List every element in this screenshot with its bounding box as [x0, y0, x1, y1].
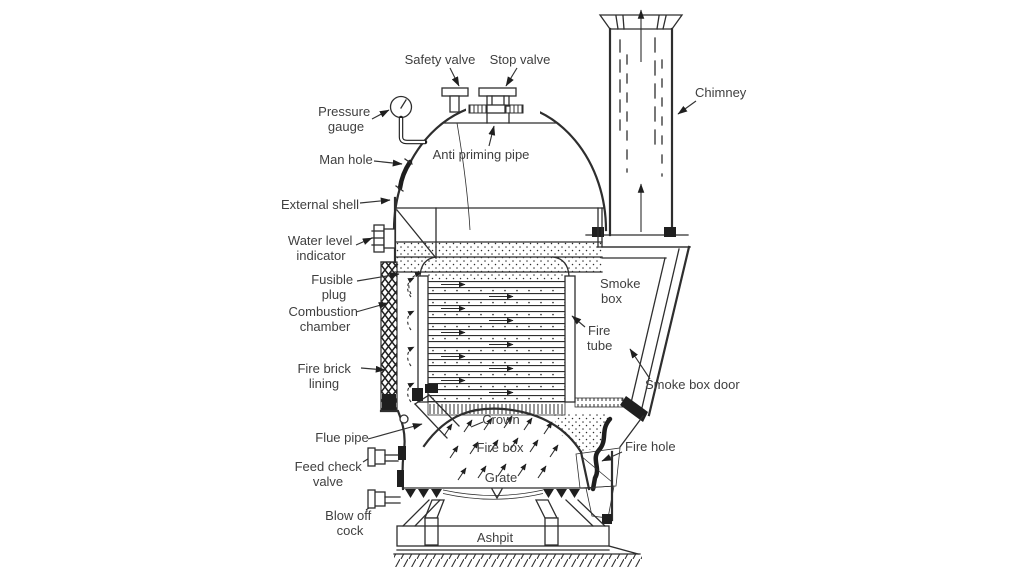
firebox: [379, 384, 621, 524]
label-pressure-gauge: Pressure gauge: [318, 104, 374, 134]
label-anti-priming-pipe: Anti priming pipe: [433, 147, 530, 162]
label-smoke-box-door: Smoke box door: [645, 377, 740, 392]
label-fire-hole: Fire hole: [625, 439, 676, 454]
label-feed-check-valve: Feed check valve: [295, 459, 366, 489]
label-fire-tube: Fire tube: [587, 323, 614, 353]
pressure-gauge: [389, 95, 428, 145]
label-grate: Grate: [485, 470, 518, 485]
man-hole: [395, 158, 413, 192]
label-crown: Crown: [482, 412, 520, 427]
grate-assembly: [402, 487, 596, 500]
label-fire-brick-lining: Fire brick lining: [297, 361, 354, 391]
label-combustion-chamber: Combustion chamber: [289, 304, 362, 334]
label-fire-box: Fire box: [477, 440, 524, 455]
label-man-hole: Man hole: [319, 152, 372, 167]
fire-brick-lining: [380, 261, 398, 412]
fire-hole-passage: [575, 416, 621, 524]
label-ashpit: Ashpit: [477, 530, 514, 545]
external-shell: [393, 196, 605, 281]
label-smoke-box: Smoke box: [600, 276, 644, 306]
stop-valve: [468, 87, 524, 124]
label-blow-off-cock: Blow off cock: [325, 508, 375, 538]
feed-check-valve: [367, 447, 399, 467]
label-water-level-indicator: Water level indicator: [288, 233, 356, 263]
combustion-chamber: [408, 271, 422, 402]
label-external-shell: External shell: [281, 197, 359, 212]
labels: Safety valve Stop valve Pressure gauge M…: [281, 52, 747, 545]
flue-pipe: [399, 384, 460, 439]
ashpit: [396, 499, 639, 555]
chimney: [598, 9, 684, 237]
blow-off-cock: [367, 489, 401, 509]
label-stop-valve: Stop valve: [490, 52, 551, 67]
label-chimney: Chimney: [695, 85, 747, 100]
label-flue-pipe: Flue pipe: [315, 430, 368, 445]
label-safety-valve: Safety valve: [405, 52, 476, 67]
label-fusible-plug: Fusible plug: [311, 272, 357, 302]
safety-valve: [441, 87, 469, 113]
ground: [393, 553, 642, 567]
water-level-indicator: [371, 224, 396, 253]
boiler-dome: [392, 96, 608, 232]
smoke-box: [552, 245, 691, 452]
fire-tube-bank: [417, 275, 624, 416]
